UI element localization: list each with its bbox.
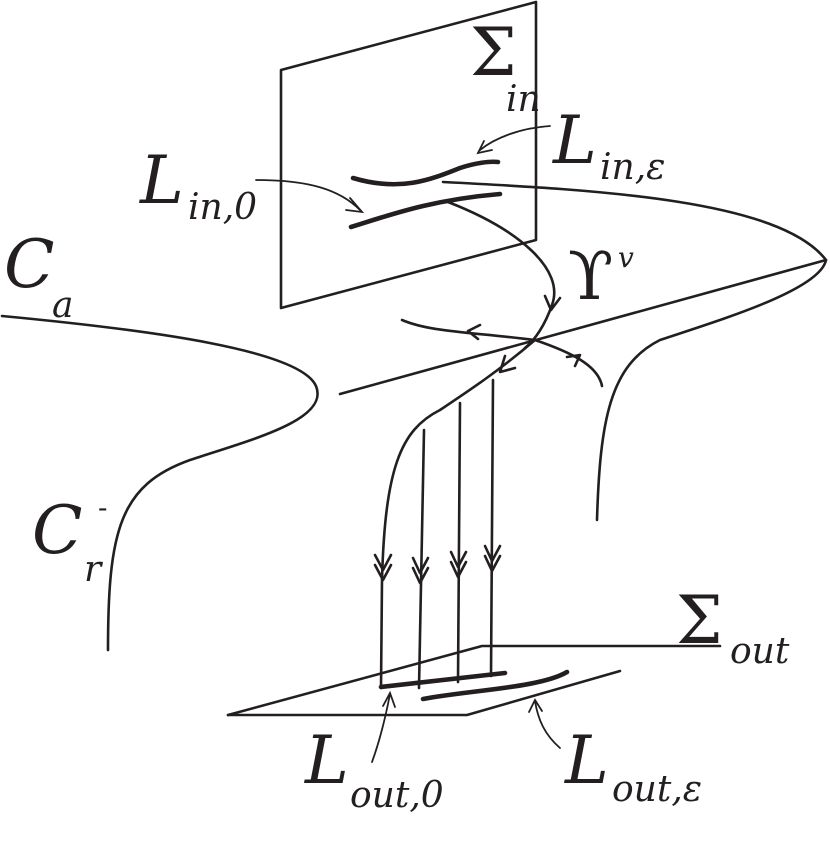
label-main: Σ bbox=[470, 14, 517, 91]
right-fold-curve bbox=[441, 180, 828, 522]
label-l-out-eps: L bbox=[565, 722, 609, 799]
l-out-eps-curve bbox=[420, 669, 570, 702]
label-upsilon-v-sup: v bbox=[618, 241, 634, 274]
label-l-out-0-sub: out,0 bbox=[350, 775, 444, 816]
arrow-head-icon bbox=[466, 323, 482, 341]
fast-fiber-3 bbox=[489, 378, 495, 678]
arrow-head-icon bbox=[543, 294, 562, 312]
pointer-l-out-0 bbox=[371, 693, 391, 763]
l-in-0-curve bbox=[348, 191, 503, 230]
saddle-stable-branch bbox=[533, 338, 604, 388]
label-main: ϒ bbox=[568, 238, 614, 315]
arrow-head-icon bbox=[528, 698, 543, 713]
label-c-a: C bbox=[4, 226, 55, 303]
double-arrow-icon bbox=[373, 544, 502, 585]
label-c-r-sup: - bbox=[98, 491, 108, 524]
label-l-in-eps-sub: in,ε bbox=[600, 147, 666, 188]
arrow-head-icon bbox=[565, 353, 582, 368]
sigma-in-plane bbox=[279, 0, 538, 310]
pointer-l-out-eps bbox=[534, 700, 561, 749]
label-sigma-in: Σ bbox=[470, 20, 517, 86]
l-in-eps-curve bbox=[350, 159, 501, 187]
label-main: Σ bbox=[676, 582, 723, 659]
label-upsilon-v: ϒ bbox=[568, 244, 613, 310]
label-c-r: C bbox=[32, 492, 83, 569]
label-sigma-in-sub: in bbox=[506, 79, 541, 120]
label-sigma-out-sub: out bbox=[730, 631, 790, 672]
label-l-in-0-sub: in,0 bbox=[188, 187, 258, 228]
arrow-head-icon bbox=[476, 140, 493, 155]
label-sigma-out: Σ bbox=[676, 588, 723, 654]
l-out-0-curve bbox=[378, 670, 508, 690]
label-c-a-sub: a bbox=[52, 285, 74, 326]
label-l-in-0: L bbox=[140, 142, 184, 219]
pointer-l-in-eps bbox=[479, 125, 551, 151]
sigma-out-plane bbox=[226, 644, 722, 717]
label-l-in-eps: L bbox=[553, 102, 597, 179]
trajectory-out bbox=[379, 338, 537, 690]
c-a-curve bbox=[0, 314, 319, 652]
label-l-out-0: L bbox=[305, 722, 349, 799]
fold-line bbox=[338, 258, 828, 396]
arrow-head-icon bbox=[382, 690, 396, 708]
arrow-head-icon bbox=[498, 354, 517, 374]
saddle-unstable-branch bbox=[400, 318, 537, 342]
sigma-out-plane-front bbox=[226, 669, 622, 717]
pointer-l-in-0 bbox=[255, 179, 361, 211]
label-l-out-eps-sub: out,ε bbox=[612, 769, 703, 810]
label-c-r-sub: r bbox=[84, 549, 102, 590]
arrow-head-icon bbox=[345, 197, 365, 214]
trajectory-in bbox=[446, 200, 556, 350]
fast-fiber-1 bbox=[417, 428, 426, 690]
fast-fiber-2 bbox=[456, 401, 462, 684]
